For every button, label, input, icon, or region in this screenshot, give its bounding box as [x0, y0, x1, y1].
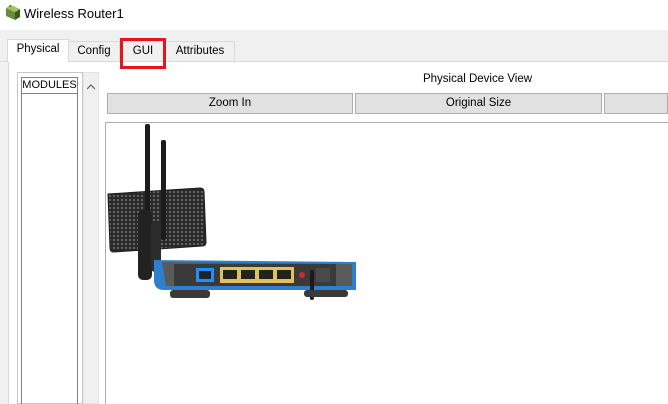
router-app-icon [4, 4, 22, 23]
original-size-button[interactable]: Original Size [355, 93, 602, 114]
modules-list[interactable] [21, 94, 78, 404]
window-title: Wireless Router1 [24, 6, 124, 21]
tab-physical[interactable]: Physical [7, 39, 69, 62]
title-bar: Wireless Router1 [0, 0, 668, 30]
modules-panel: MODULES [17, 72, 83, 404]
modules-header: MODULES [21, 77, 78, 94]
gui-tab-highlight [120, 38, 166, 69]
zoom-out-button[interactable] [604, 93, 668, 114]
zoom-in-button[interactable]: Zoom In [107, 93, 353, 114]
modules-scrollbar[interactable] [83, 72, 99, 404]
physical-device-view-heading: Physical Device View [422, 73, 533, 85]
tab-gui[interactable]: GUI [120, 41, 166, 61]
tab-config[interactable]: Config [68, 41, 120, 61]
tab-divider [0, 61, 668, 62]
wireless-router-image [107, 124, 356, 300]
tab-attributes[interactable]: Attributes [165, 41, 235, 61]
scroll-up-arrow-icon[interactable] [86, 79, 96, 90]
